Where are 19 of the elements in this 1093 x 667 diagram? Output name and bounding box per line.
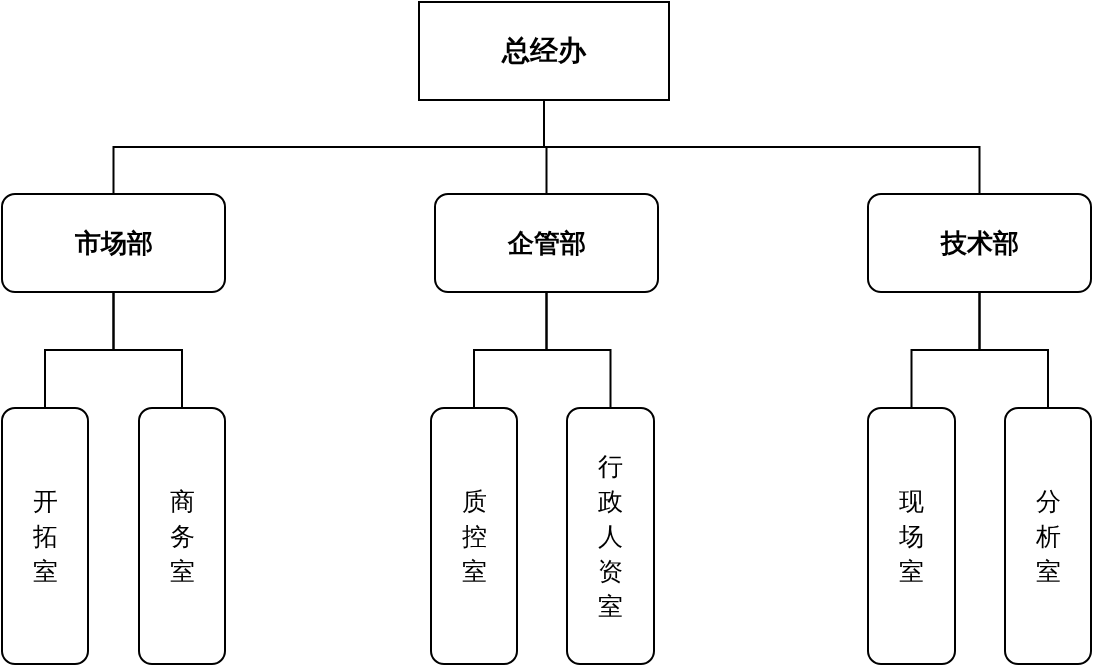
- section-label: 商务室: [169, 485, 195, 588]
- section-box: [430, 407, 518, 665]
- section-label: 开拓室: [32, 485, 58, 588]
- office-box: 总经办: [418, 1, 670, 101]
- connector-line: [112, 292, 183, 408]
- section-box: [867, 407, 956, 665]
- department-box: 市场部: [1, 193, 226, 293]
- section-label: 质控室: [461, 485, 487, 588]
- connector-line: [978, 292, 1049, 408]
- section-label: 现场室: [898, 485, 925, 588]
- connector-line: [545, 292, 612, 408]
- section-box: [138, 407, 226, 665]
- section-label: 行政人资室: [597, 450, 624, 623]
- department-box: 企管部: [434, 193, 659, 293]
- section-box: [1004, 407, 1092, 665]
- section-label: 分析室: [1035, 485, 1061, 588]
- section-box: [566, 407, 655, 665]
- department-box: 技术部: [867, 193, 1092, 293]
- section-box: [1, 407, 89, 665]
